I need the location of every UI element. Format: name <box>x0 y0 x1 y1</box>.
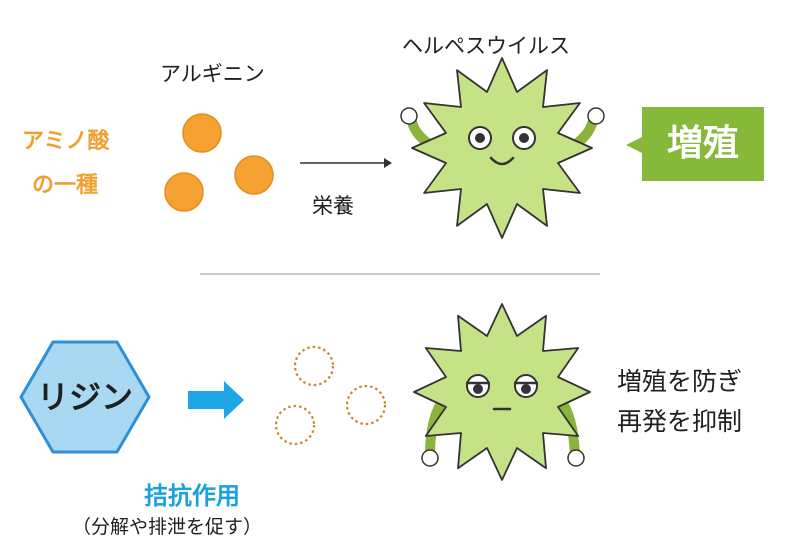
nutrition-label: 栄養 <box>312 194 354 218</box>
virus-smile <box>489 156 515 166</box>
virus-hand-left <box>421 449 439 467</box>
amino-acid-line2: の一種 <box>32 173 99 198</box>
virus-hand-right <box>587 107 605 125</box>
virus-body <box>411 57 593 239</box>
antagonism-label: 拮抗作用 <box>144 482 240 510</box>
lysine-arrow <box>188 381 244 419</box>
lysine-label: リジン <box>36 378 133 416</box>
virus-eye-left <box>466 374 490 398</box>
virus-eye-right <box>514 374 538 398</box>
nutrition-arrow <box>300 158 392 168</box>
antagonism-note: （分解や排泄を促す） <box>72 516 263 538</box>
degraded-arginine <box>274 345 387 446</box>
proliferation-badge <box>626 107 764 181</box>
virus-happy <box>400 57 605 239</box>
virus-hand-left <box>400 107 418 125</box>
arginine-circle <box>182 113 222 153</box>
virus-eye-right <box>512 126 536 150</box>
herpes-virus-label: ヘルペスウイルス <box>402 34 570 58</box>
result-line2: 再発を抑制 <box>617 407 743 436</box>
virus-hand-right <box>567 449 585 467</box>
virus-body <box>413 303 591 481</box>
dotted-circle <box>345 384 387 426</box>
lysine-hexagon <box>19 340 151 454</box>
arginine-circle <box>234 155 274 195</box>
dotted-circle <box>293 345 335 387</box>
virus-eye-left <box>468 126 492 150</box>
arginine-label: アルギニン <box>160 62 265 86</box>
arginine-molecules <box>164 113 274 212</box>
dotted-circle <box>274 404 316 446</box>
proliferation-badge-text: 増殖 <box>666 123 739 164</box>
arginine-circle <box>164 172 204 212</box>
result-line1: 増殖を防ぎ <box>617 367 743 396</box>
virus-suppressed <box>413 303 591 481</box>
amino-acid-line1: アミノ酸 <box>22 129 110 154</box>
